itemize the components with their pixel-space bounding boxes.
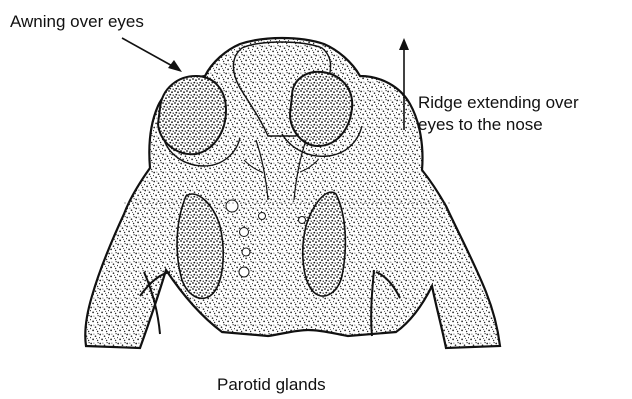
awning-pointer-arrow [122,38,182,72]
left-eye-awning [158,76,226,154]
ridge-label-line-1: Ridge extending over [418,92,579,114]
awning-label: Awning over eyes [10,11,144,33]
ridge-label: Ridge extending over eyes to the nose [418,92,579,136]
parotid-label: Parotid glands [217,374,326,396]
ridge-label-line-2: eyes to the nose [418,114,579,136]
